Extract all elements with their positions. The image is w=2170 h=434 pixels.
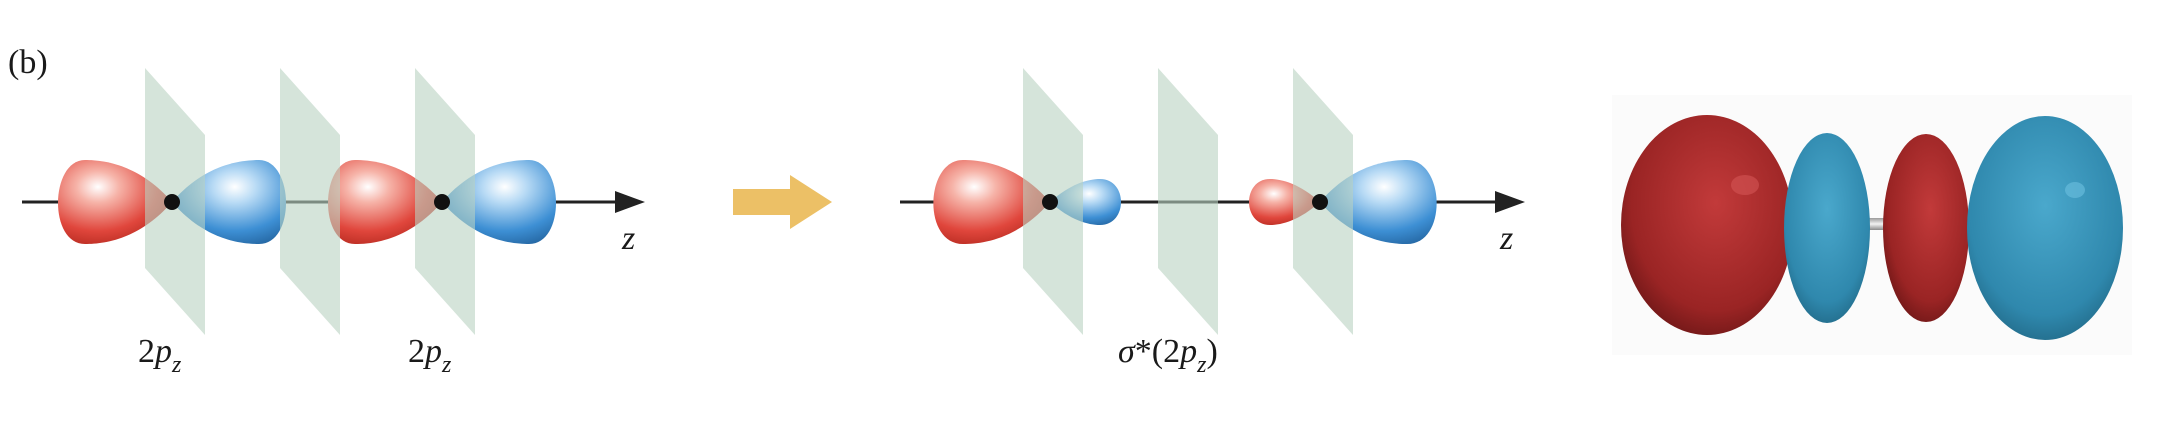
z-axis-arrowhead-middle: [1495, 191, 1525, 213]
orbital2-red-lobe: [327, 160, 442, 244]
mo-label-close: ): [1206, 333, 1218, 370]
iso-highlight-red: [1731, 175, 1759, 195]
reaction-arrow: [733, 175, 832, 229]
panel-label: (b): [8, 44, 48, 81]
iso-blue-lobe-inner: [1784, 133, 1870, 323]
nucleus-2: [434, 194, 450, 210]
nucleus-3: [1042, 194, 1058, 210]
orbital-label-left-2-p: p: [425, 333, 442, 370]
mo-label-p: p: [1180, 333, 1198, 370]
z-axis-arrowhead-left: [615, 191, 645, 213]
axis-label-left: z: [622, 220, 636, 257]
mo-label-sigma: σ: [1118, 333, 1135, 370]
iso-blue-lobe-large: [1967, 116, 2123, 340]
iso-red-lobe-inner: [1883, 134, 1969, 322]
nodal-plane-2: [280, 68, 340, 335]
mo-label-star: *(2: [1134, 333, 1181, 370]
iso-red-lobe-large: [1621, 115, 1793, 335]
isosurface-render: [1612, 95, 2132, 355]
nucleus-4: [1312, 194, 1328, 210]
mo-label: σ*(2pz): [1118, 333, 1218, 378]
orbital-label-left-1-prefix: 2: [138, 333, 155, 370]
nucleus-1: [164, 194, 180, 210]
iso-highlight-blue: [2065, 182, 2085, 198]
orbital1-red-lobe: [57, 160, 172, 244]
nodal-plane-5: [1158, 68, 1218, 335]
orbital-label-left-1-p: p: [155, 333, 172, 370]
orbital-label-left-1-sub: z: [172, 352, 182, 378]
orbital-label-left-2-prefix: 2: [408, 333, 425, 370]
mo-red-lobe-large: [933, 160, 1050, 244]
orbital-label-left-1: 2pz: [138, 333, 181, 378]
mo-label-sub: z: [1197, 352, 1207, 378]
orbital-label-left-2: 2pz: [408, 333, 451, 378]
axis-label-middle: z: [1500, 220, 1514, 257]
left-atomic-orbitals: [22, 68, 645, 335]
orbital-label-left-2-sub: z: [442, 352, 452, 378]
antibonding-mo: [900, 68, 1525, 335]
